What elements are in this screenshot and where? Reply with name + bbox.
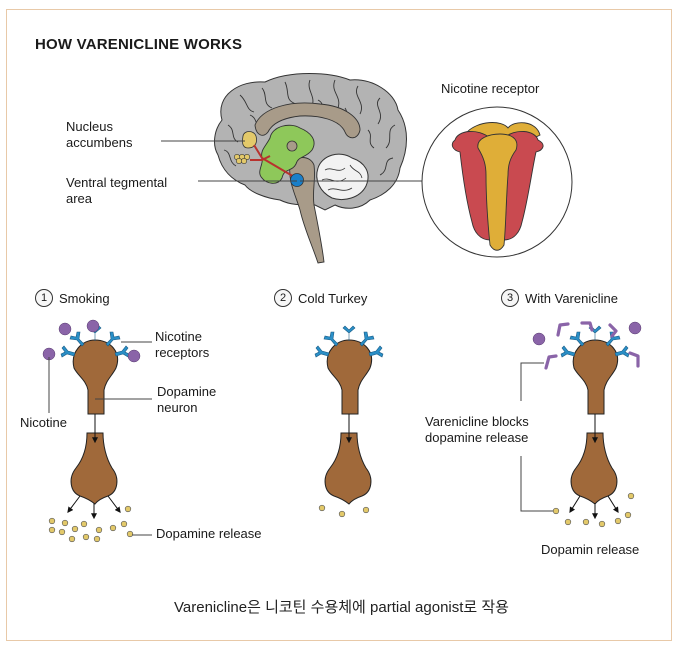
label-varenicline-blocks: Varenicline blocks dopamine release <box>425 414 529 445</box>
step3-varenicline-molecules <box>544 321 640 370</box>
step-2-cold-turkey-diagram <box>314 325 384 518</box>
step2-upper-neuron <box>326 339 372 415</box>
figure-frame <box>6 9 672 641</box>
step3-upper-neuron <box>572 339 618 415</box>
step1-lower-neuron <box>70 432 118 505</box>
label-nicotine: Nicotine <box>20 415 67 430</box>
step3-lower-neuron <box>570 432 618 505</box>
step3-dopamine-particles <box>552 492 635 528</box>
label-dopamine-neuron: Dopamine neuron <box>157 384 217 415</box>
step1-upper-neuron <box>72 339 118 415</box>
label-ventral-tegmental-area: Ventral tegmental area <box>66 175 168 206</box>
step-1-label: Smoking <box>59 290 110 306</box>
step-3-number-badge: 3 <box>501 289 519 307</box>
step-3-header: 3 With Varenicline <box>501 289 618 307</box>
label-dopamine-release: Dopamine release <box>156 526 262 541</box>
brain-corpus-callosum <box>254 102 361 139</box>
step-1-number-badge: 1 <box>35 289 53 307</box>
step-2-header: 2 Cold Turkey <box>274 289 367 307</box>
figure-title: HOW VARENICLINE WORKS <box>35 36 243 53</box>
brain-cerebellum <box>316 153 369 200</box>
step2-receptors <box>314 325 384 358</box>
label-nucleus-accumbens: Nucleus accumbens <box>66 119 133 150</box>
step1-dopamine-particles <box>48 505 134 543</box>
dopamine-pathway <box>250 144 297 179</box>
step-1-header: 1 Smoking <box>35 289 110 307</box>
label-dopamin-release: Dopamin release <box>541 542 640 557</box>
step-1-smoking-diagram <box>42 319 152 543</box>
step3-nicotine-molecules <box>532 321 642 346</box>
step-2-label: Cold Turkey <box>298 290 368 306</box>
label-nicotine-receptors: Nicotine receptors <box>155 329 210 360</box>
step-3-label: With Varenicline <box>525 290 618 306</box>
step-3-varenicline-diagram <box>520 321 642 528</box>
step2-lower-neuron <box>324 432 372 505</box>
step-2-number-badge: 2 <box>274 289 292 307</box>
ventral-tegmental-area-marker <box>290 173 304 187</box>
nicotine-receptor-inset <box>421 106 573 258</box>
label-nicotine-receptor: Nicotine receptor <box>441 81 540 96</box>
caption: Varenicline은 니코틴 수용체에 partial agonist로 작… <box>174 599 509 616</box>
step1-nicotine-molecules <box>42 319 141 363</box>
accumbens-cells <box>234 154 251 165</box>
step2-dopamine-particles <box>318 504 370 518</box>
brain-illustration <box>161 73 422 264</box>
